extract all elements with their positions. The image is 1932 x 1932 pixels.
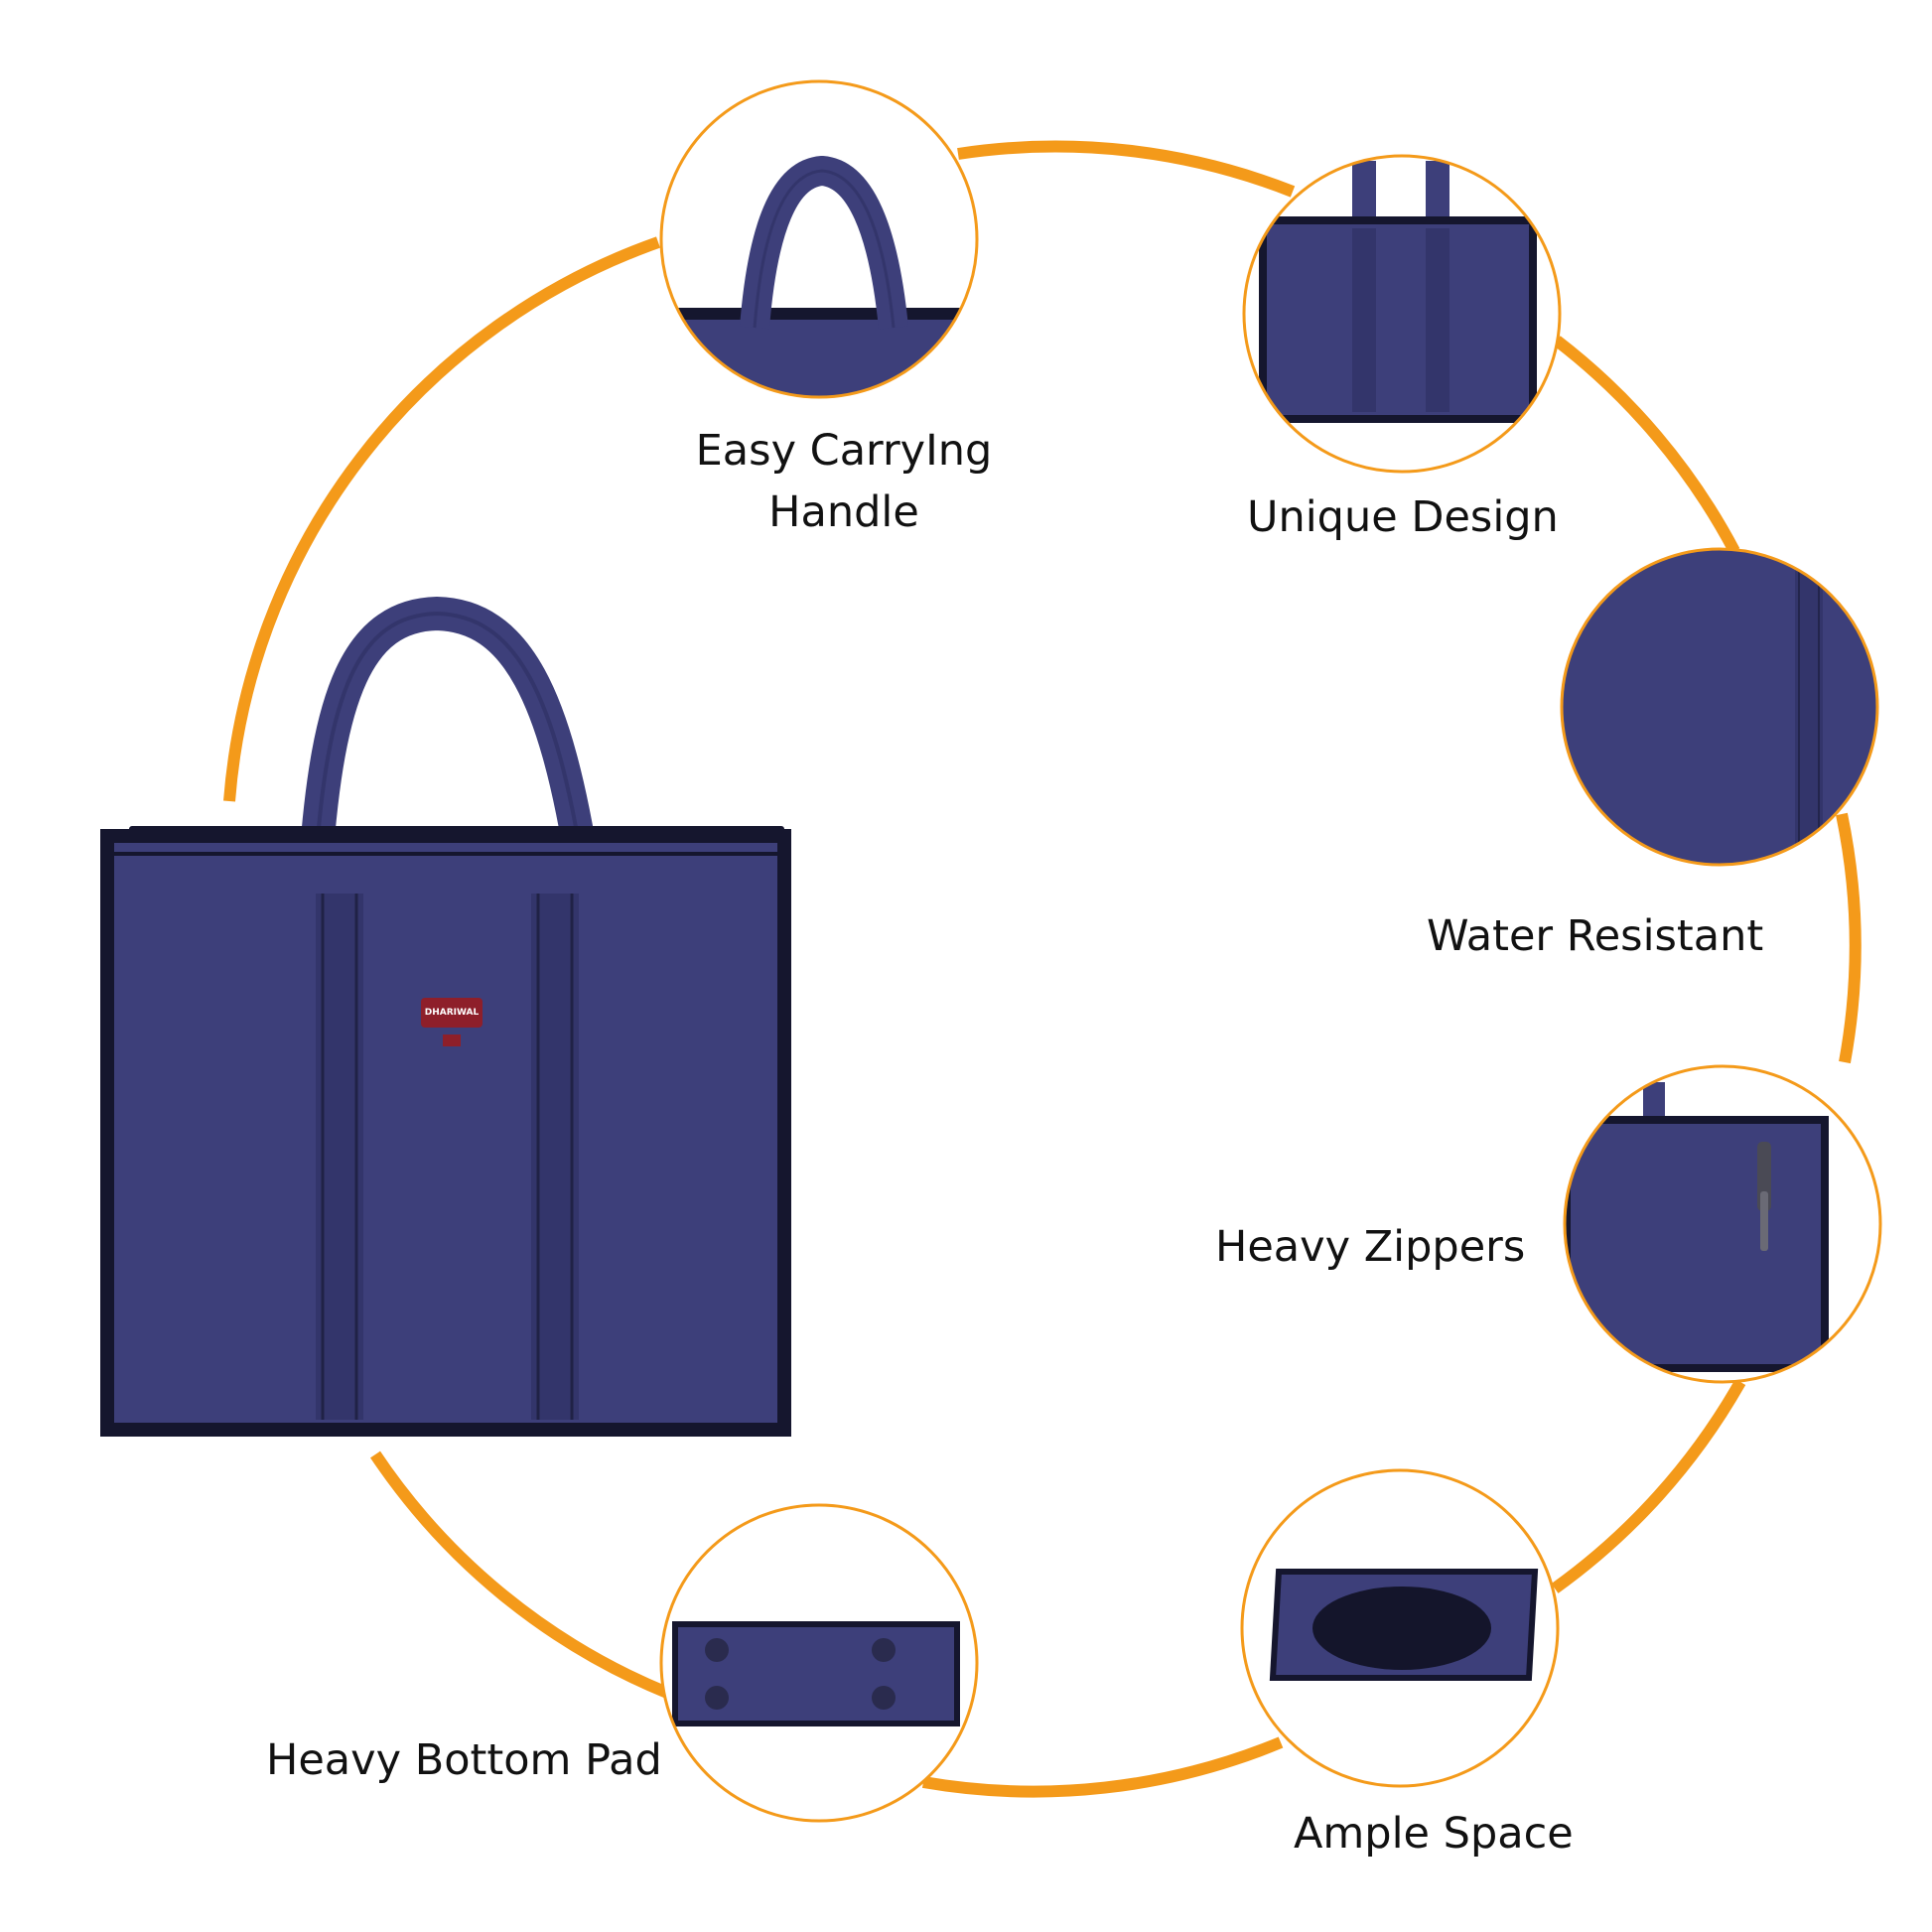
ring-arc-top-left [223,236,660,802]
bag-handle-outer-edge [314,611,586,875]
bag-front-closeup-image [1242,154,1562,474]
ring-arc-bottom [921,1736,1284,1798]
bag-body [107,836,784,1430]
feature-label-unique-design: Unique Design [1247,492,1559,542]
bottom-stud [705,1638,729,1662]
ring-arc-right-upper [1553,336,1740,554]
ring-arc-bottom-left [370,1450,670,1699]
open-bag-top-view-image [1240,1468,1560,1788]
bottom-stud [872,1686,896,1710]
brand-badge [421,998,483,1028]
bottom-stud [705,1686,729,1710]
ring-arc-right-middle [1836,812,1862,1064]
bottom-pad-closeup-image [659,1503,979,1823]
bottom-stud [872,1638,896,1662]
orange-ring [223,140,1862,1798]
ring-arc-top [957,140,1296,198]
feature-label-heavy-zippers: Heavy Zippers [1215,1222,1526,1272]
handle-closeup-image [659,79,979,399]
feature-label-ample-space: Ample Space [1294,1809,1574,1859]
feature-label-water-resistant: Water Resistant [1427,911,1764,961]
brand-badge-text: DHARIWAL [424,1008,480,1018]
zipper-closeup-image [1563,1064,1882,1384]
main-bag-image [100,596,791,1437]
fabric-texture-closeup-image [1560,547,1879,867]
feature-label-easy-carrying-handle: Easy CarryIng Handle [695,426,993,537]
ring-arc-right-lower [1551,1379,1746,1593]
feature-label-heavy-bottom-pad: Heavy Bottom Pad [266,1735,662,1785]
